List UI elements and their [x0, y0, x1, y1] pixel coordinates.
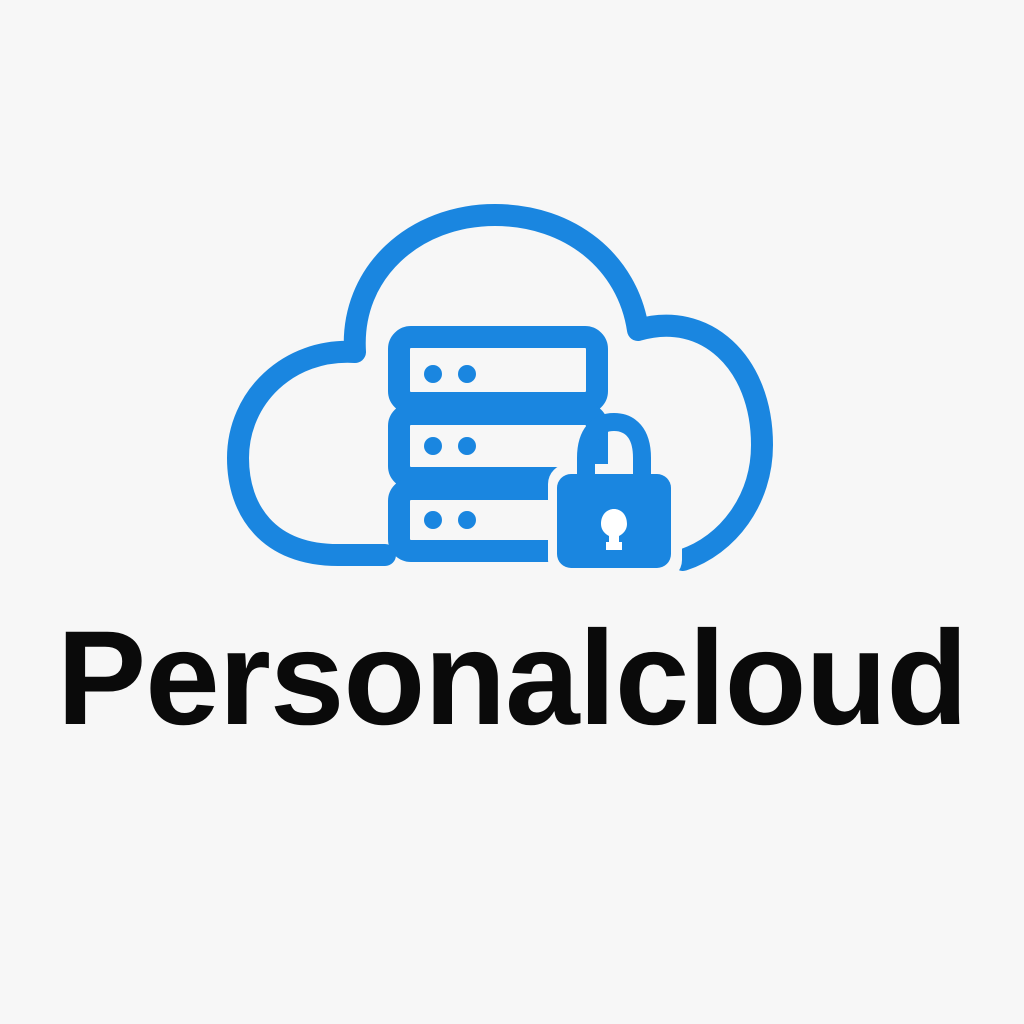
server-led	[424, 437, 442, 455]
server-stack-icon	[388, 326, 608, 562]
server-led	[424, 365, 442, 383]
server-led	[458, 365, 476, 383]
brand-name: Personalcloud	[56, 604, 968, 753]
server-led	[424, 511, 442, 529]
padlock-icon	[548, 412, 682, 580]
server-led	[458, 437, 476, 455]
padlock-keyhole	[601, 509, 627, 550]
cloud-icon	[227, 204, 773, 571]
server-led	[458, 511, 476, 529]
padlock-shackle	[577, 412, 651, 485]
